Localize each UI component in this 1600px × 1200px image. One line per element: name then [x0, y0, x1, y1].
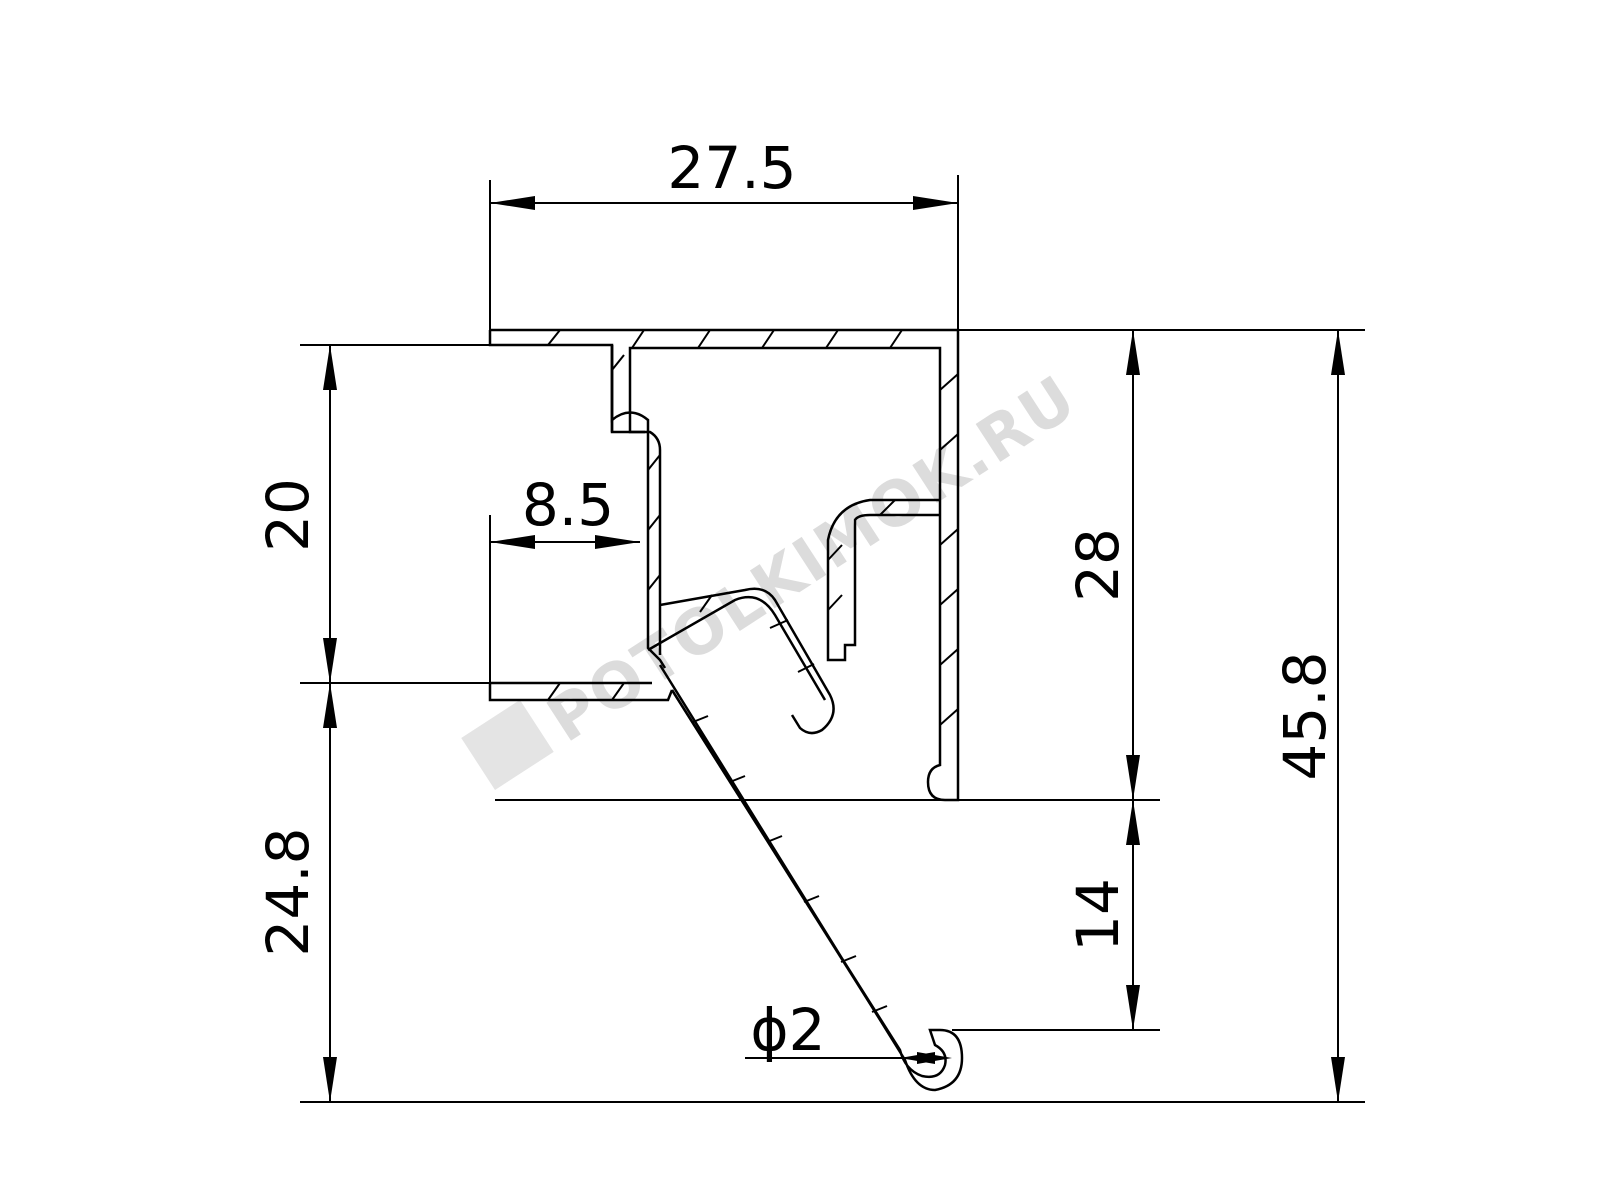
profile-step-left: [488, 330, 614, 432]
watermark-logo-icon: [461, 699, 554, 790]
profile-outer-top: [490, 328, 960, 802]
label-lip-height: 14: [1064, 878, 1132, 952]
profile-outline: [488, 328, 964, 1092]
label-left-height: 20: [254, 478, 322, 552]
dimension-labels: 27.5 8.5 20 24.8 28 14 45.8 ϕ2: [254, 134, 1339, 1064]
watermark: POTOLKIMOK.RU: [461, 361, 1090, 790]
profile-inner-arm: [659, 587, 835, 735]
profile-inner-hook: [826, 498, 940, 662]
profile-diagonal-blade: [658, 664, 964, 1092]
section-hatching: [547, 329, 959, 1013]
extension-lines: [300, 175, 1365, 1103]
label-total-height: 45.8: [1271, 651, 1339, 780]
profile-hook-left: [610, 345, 650, 612]
label-top-width: 27.5: [667, 134, 796, 202]
label-bead-diameter: ϕ2: [750, 996, 825, 1064]
watermark-text: POTOLKIMOK.RU: [535, 361, 1090, 757]
dimension-lines: [323, 196, 1345, 1102]
profile-diagonal-arm: [647, 595, 827, 701]
label-lower-height: 24.8: [254, 827, 322, 956]
label-profile-height: 28: [1064, 528, 1132, 602]
profile-lower-flange: [488, 683, 674, 702]
label-inner-offset: 8.5: [522, 471, 614, 539]
